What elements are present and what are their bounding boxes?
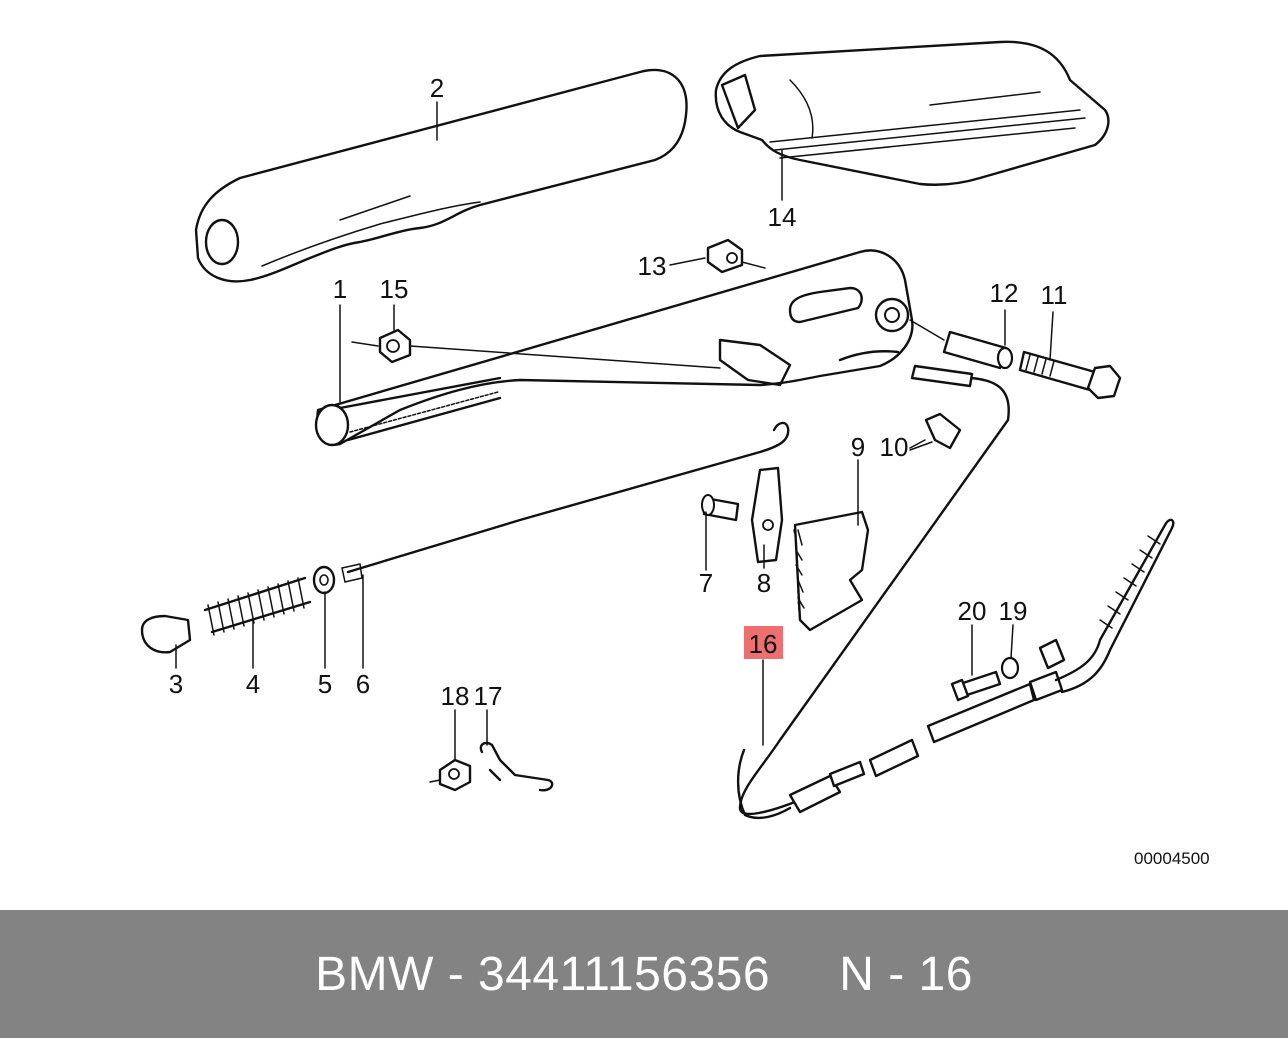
callout-20: 20 [958, 596, 987, 626]
callout-19: 19 [999, 596, 1028, 626]
part-11-bolt [1018, 350, 1122, 400]
part-3-cap [140, 614, 192, 654]
parts-diagram: 2 14 13 1 15 12 11 9 10 7 8 3 4 5 6 18 1… [140, 40, 1210, 868]
leader-lines [175, 101, 1054, 761]
callout-16[interactable]: 16 [749, 629, 778, 659]
part-18-nut [429, 758, 472, 792]
callout-15: 15 [380, 274, 409, 304]
part-12-sleeve [909, 319, 1014, 370]
callout-4: 4 [246, 669, 260, 699]
part-13-nut [706, 238, 766, 274]
part-4-spring [203, 576, 312, 636]
callout-3: 3 [169, 669, 183, 699]
callout-14: 14 [768, 202, 797, 232]
part-number-caption: BMW - 34411156356 N - 16 [315, 947, 973, 1001]
callout-9: 9 [851, 432, 865, 462]
part-8-pawl [750, 466, 784, 564]
part-1-lever-body [314, 249, 914, 447]
diagram-drawing: 2 14 13 1 15 12 11 9 10 7 8 3 4 5 6 18 1… [140, 40, 1210, 868]
part-9-ratchet [793, 510, 870, 632]
part-5-washer [312, 565, 336, 595]
callout-10: 10 [880, 432, 909, 462]
callout-18: 18 [441, 681, 470, 711]
callout-5: 5 [318, 669, 332, 699]
callout-labels: 2 14 13 1 15 12 11 9 10 7 8 3 4 5 6 18 1… [169, 73, 1210, 868]
callout-11: 11 [1041, 280, 1068, 310]
callout-6: 6 [356, 669, 370, 699]
callout-7: 7 [699, 568, 713, 598]
part-6-pull-rod [341, 421, 790, 583]
diagram-number: 00004500 [1134, 849, 1210, 868]
part-19-washer [1000, 656, 1020, 680]
callout-13: 13 [638, 251, 667, 281]
part-2-lever-grip [194, 68, 688, 283]
part-7-bushing [701, 494, 740, 522]
part-15-nut [351, 328, 721, 369]
callout-1: 1 [333, 274, 347, 304]
part-20-bolt [950, 638, 1066, 702]
part-16-cable [736, 364, 1175, 820]
part-14-console-cover [714, 40, 1110, 186]
part-10-clip [909, 412, 962, 451]
callout-17: 17 [474, 681, 503, 711]
callout-16-highlight [744, 626, 783, 659]
part-17-spring-clip [479, 741, 554, 792]
callout-8: 8 [757, 568, 771, 598]
callout-2: 2 [430, 73, 444, 103]
part-info-footer: BMW - 34411156356 N - 16 [0, 910, 1288, 1038]
callout-12: 12 [990, 278, 1019, 308]
